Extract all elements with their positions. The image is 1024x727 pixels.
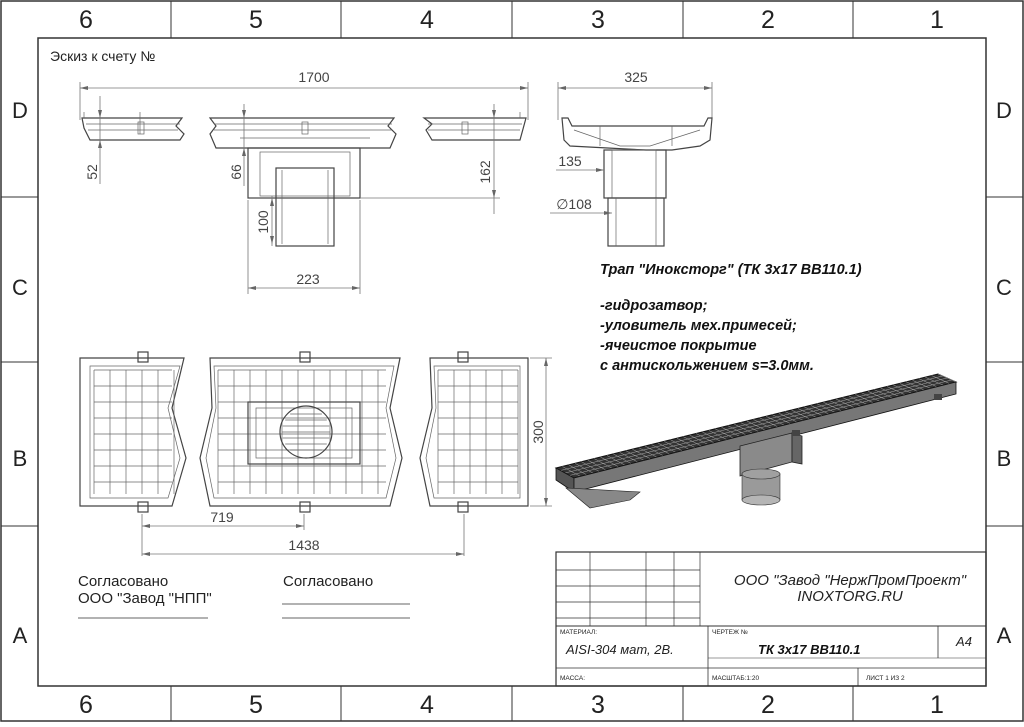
zone-row-left-C: C — [12, 275, 28, 300]
zone-col-top-6: 6 — [79, 6, 93, 34]
scale-label: МАСШТАБ:1:20 — [712, 675, 759, 682]
dim-section-width: 325 — [624, 69, 648, 85]
company-website: INOXTORG.RU — [797, 588, 903, 605]
zone-row-left-A: A — [13, 623, 28, 648]
dim-outlet-height: 100 — [255, 210, 271, 234]
note-feature-3: -ячеистое покрытие — [600, 338, 757, 354]
sheet-label: ЛИСТ 1 ИЗ 2 — [866, 675, 905, 682]
drawing-no-value: ТК 3х17 ВВ110.1 — [758, 642, 860, 657]
zone-col-bottom-2: 2 — [761, 691, 775, 719]
zone-row-right-C: C — [996, 275, 1012, 300]
note-feature-1: -гидрозатвор; — [600, 298, 708, 314]
dim-depth-total: 162 — [477, 160, 493, 184]
zone-row-right-D: D — [996, 98, 1012, 123]
dim-outlet-offset: 135 — [558, 153, 582, 169]
zone-col-bottom-5: 5 — [249, 691, 263, 719]
zone-row-right-B: B — [997, 446, 1012, 471]
section-view: 325 135 ∅108 — [550, 69, 713, 247]
zone-col-top-3: 3 — [591, 6, 605, 34]
dim-overall-length: 1700 — [298, 69, 329, 85]
material-label: МАТЕРИАЛ: — [560, 629, 597, 636]
material-value: AISI-304 мат, 2В. — [565, 642, 674, 657]
company-name: ООО "Завод "НержПромПроект" — [734, 572, 967, 589]
zone-col-bottom-4: 4 — [420, 691, 434, 719]
approval-right-line1: Согласовано — [283, 573, 373, 590]
inner-frame — [37, 37, 987, 687]
zone-col-bottom-3: 3 — [591, 691, 605, 719]
approval-left-line1: Согласовано — [78, 573, 168, 590]
mass-label: МАССА: — [560, 675, 585, 682]
product-notes: Трап "Инoксторг" (ТК 3х17 ВВ110.1) -гидр… — [600, 262, 862, 374]
sketch-title: Эскиз к счету № — [50, 48, 155, 64]
approval-left-line2: ООО "Завод "НПП" — [78, 590, 212, 607]
dim-mount-spacing: 1438 — [288, 537, 319, 553]
zone-col-bottom-6: 6 — [79, 691, 93, 719]
zone-col-bottom-1: 1 — [930, 691, 944, 719]
zone-row-left-B: B — [13, 446, 28, 471]
zone-col-top-2: 2 — [761, 6, 775, 34]
zone-col-top-1: 1 — [930, 6, 944, 34]
dim-outlet-position: 719 — [210, 509, 234, 525]
zone-col-top-4: 4 — [420, 6, 434, 34]
dim-depth-side: 52 — [84, 164, 100, 180]
front-view: 1700 52 66 — [79, 69, 529, 294]
drawing-no-label: ЧЕРТЕЖ № — [712, 629, 748, 636]
title-block: ООО "Завод "НержПромПроект" INOXTORG.RU … — [555, 551, 987, 687]
sheet-size: A4 — [955, 634, 972, 649]
note-feature-2: -уловитель мех.примесей; — [600, 318, 797, 334]
zone-row-right-A: A — [997, 623, 1012, 648]
dim-plan-width: 300 — [530, 420, 546, 444]
approvals: Согласовано ООО "Завод "НПП" Согласовано — [78, 573, 410, 619]
dim-depth-trap: 66 — [228, 164, 244, 180]
product-title: Трап "Инoксторг" (ТК 3х17 ВВ110.1) — [600, 262, 862, 278]
note-feature-4: с антискольжением s=3.0мм. — [600, 358, 814, 374]
dim-trap-width: 223 — [296, 271, 320, 287]
dim-outlet-diameter: ∅108 — [556, 196, 592, 212]
zone-col-top-5: 5 — [249, 6, 263, 34]
isometric-view — [554, 373, 958, 509]
plan-view: 300 719 1438 — [79, 351, 552, 556]
zone-row-left-D: D — [12, 98, 28, 123]
